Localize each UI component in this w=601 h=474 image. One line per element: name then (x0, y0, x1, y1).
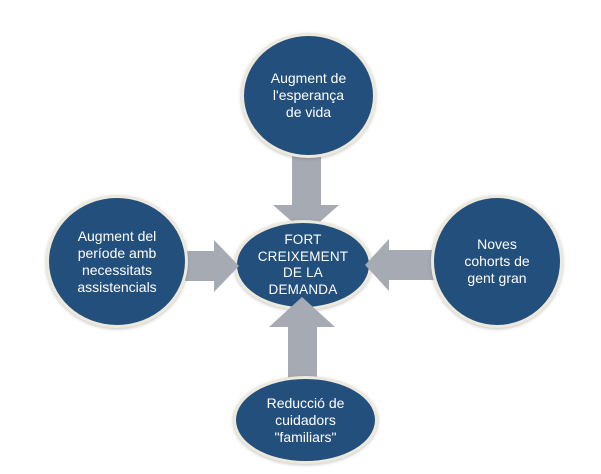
node-label-line: FORT (284, 232, 322, 247)
node-label-line: de vida (285, 104, 332, 120)
node-label-line: CREIXEMENT (257, 248, 349, 264)
node-family-caregivers: Reducció de cuidadors "familiars" (233, 376, 378, 464)
arrow-down-icon (292, 150, 321, 206)
arrow-up-icon (288, 326, 317, 380)
node-label-line: cohorts de (464, 253, 530, 269)
node-label-line: cuidadors (275, 411, 336, 428)
node-label-line: necessitats (81, 261, 153, 278)
arrow-left-icon (389, 250, 434, 280)
arrow-right-icon (214, 240, 239, 292)
node-label-line: període amb (77, 244, 157, 261)
node-life-expectancy: Augment de l'esperança de vida (241, 33, 376, 158)
node-label-line: assistencials (77, 278, 157, 295)
node-label: Reducció de cuidadors "familiars" (267, 395, 345, 446)
node-label-line: "familiars" (274, 428, 337, 445)
arrow-left-icon (365, 239, 389, 291)
node-elderly-cohorts: Noves cohorts de gent gran (431, 195, 563, 328)
node-demand-growth: FORT CREIXEMENT DE LA DEMANDA (234, 220, 372, 310)
node-label-line: DE LA (282, 265, 323, 280)
node-label-line: DEMANDA (268, 281, 338, 297)
node-label: Noves cohorts de gent gran (464, 236, 529, 287)
node-label: Augment del període amb necessitats assi… (77, 228, 156, 296)
node-care-needs-period: Augment del període amb necessitats assi… (46, 195, 188, 328)
node-label: Augment de l'esperança de vida (271, 70, 347, 121)
node-label-line: gent gran (467, 270, 527, 286)
node-label-line: Augment de (270, 70, 347, 86)
node-label-line: l'esperança (272, 87, 345, 103)
arrow-up-icon (269, 297, 335, 327)
node-label-line: Augment del (77, 227, 157, 244)
node-label-line: Reducció de (266, 394, 345, 411)
node-label-line: Noves (477, 236, 517, 252)
arrow-right-icon (184, 251, 214, 281)
node-label: FORT CREIXEMENT DE LA DEMANDA (258, 232, 349, 298)
